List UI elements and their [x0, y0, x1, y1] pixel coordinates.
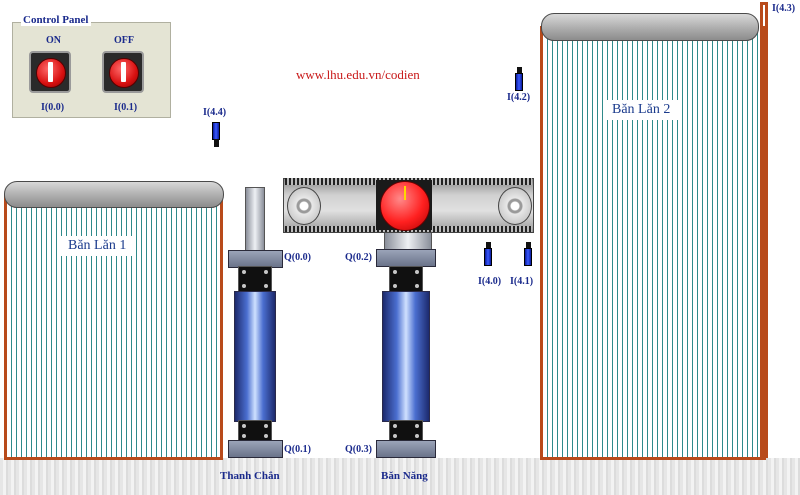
lift-left-wheel-icon	[287, 187, 321, 225]
stopper-cylinder-body	[234, 291, 276, 422]
sensor-i40-label: I(4.0)	[478, 276, 502, 287]
sensor-i44-label: I(4.4)	[203, 107, 227, 118]
control-panel-title: Control Panel	[21, 14, 91, 26]
output-q02-label: Q(0.2)	[345, 252, 372, 263]
stopper-top-block	[238, 266, 272, 292]
floor	[0, 458, 800, 495]
on-button[interactable]	[29, 51, 71, 93]
on-address: I(0.0)	[41, 102, 65, 113]
lift-caption: Băn Năng	[381, 470, 428, 482]
lift-right-wheel-icon	[498, 187, 532, 225]
lift-top-cap	[376, 249, 436, 267]
stopper-caption: Thanh Chắn	[220, 470, 280, 482]
lift-rod	[384, 230, 432, 250]
off-address: I(0.1)	[114, 102, 138, 113]
sensor-i42-icon	[515, 73, 523, 91]
on-label: ON	[46, 35, 61, 46]
sensor-i44-icon	[212, 122, 220, 140]
off-label: OFF	[114, 35, 134, 46]
lift-cylinder-body	[382, 291, 430, 422]
conveyor-2	[540, 26, 766, 460]
lift-top-block	[389, 266, 423, 292]
conveyor-2-roller	[541, 13, 759, 41]
control-panel: Control Panel ON OFF I(0.0) I(0.1)	[12, 14, 171, 118]
stopper-bottom-cap	[228, 440, 283, 458]
sensor-i41-icon	[524, 248, 532, 266]
conveyor-1	[4, 194, 223, 460]
output-q03-label: Q(0.3)	[345, 444, 372, 455]
conveyor-1-roller	[4, 181, 224, 208]
conveyor-1-label: Băn Lăn 1	[60, 236, 135, 256]
lift-bottom-block	[389, 420, 423, 442]
off-button[interactable]	[102, 51, 144, 93]
stopper-bottom-block	[238, 420, 272, 442]
stopper-rod	[245, 187, 265, 251]
sensor-i40-icon	[484, 248, 492, 266]
sensor-i43-label: I(4.3)	[772, 3, 796, 14]
website-link[interactable]: www.lhu.edu.vn/codien	[296, 67, 420, 82]
output-q00-label: Q(0.0)	[284, 252, 311, 263]
conveyor-2-label: Băn Lăn 2	[604, 100, 679, 120]
sensor-i42-label: I(4.2)	[507, 92, 531, 103]
lift-bottom-cap	[376, 440, 436, 458]
conveyor-2-frame	[760, 2, 768, 458]
output-q01-label: Q(0.1)	[284, 444, 311, 455]
sensor-i41-label: I(4.1)	[510, 276, 534, 287]
